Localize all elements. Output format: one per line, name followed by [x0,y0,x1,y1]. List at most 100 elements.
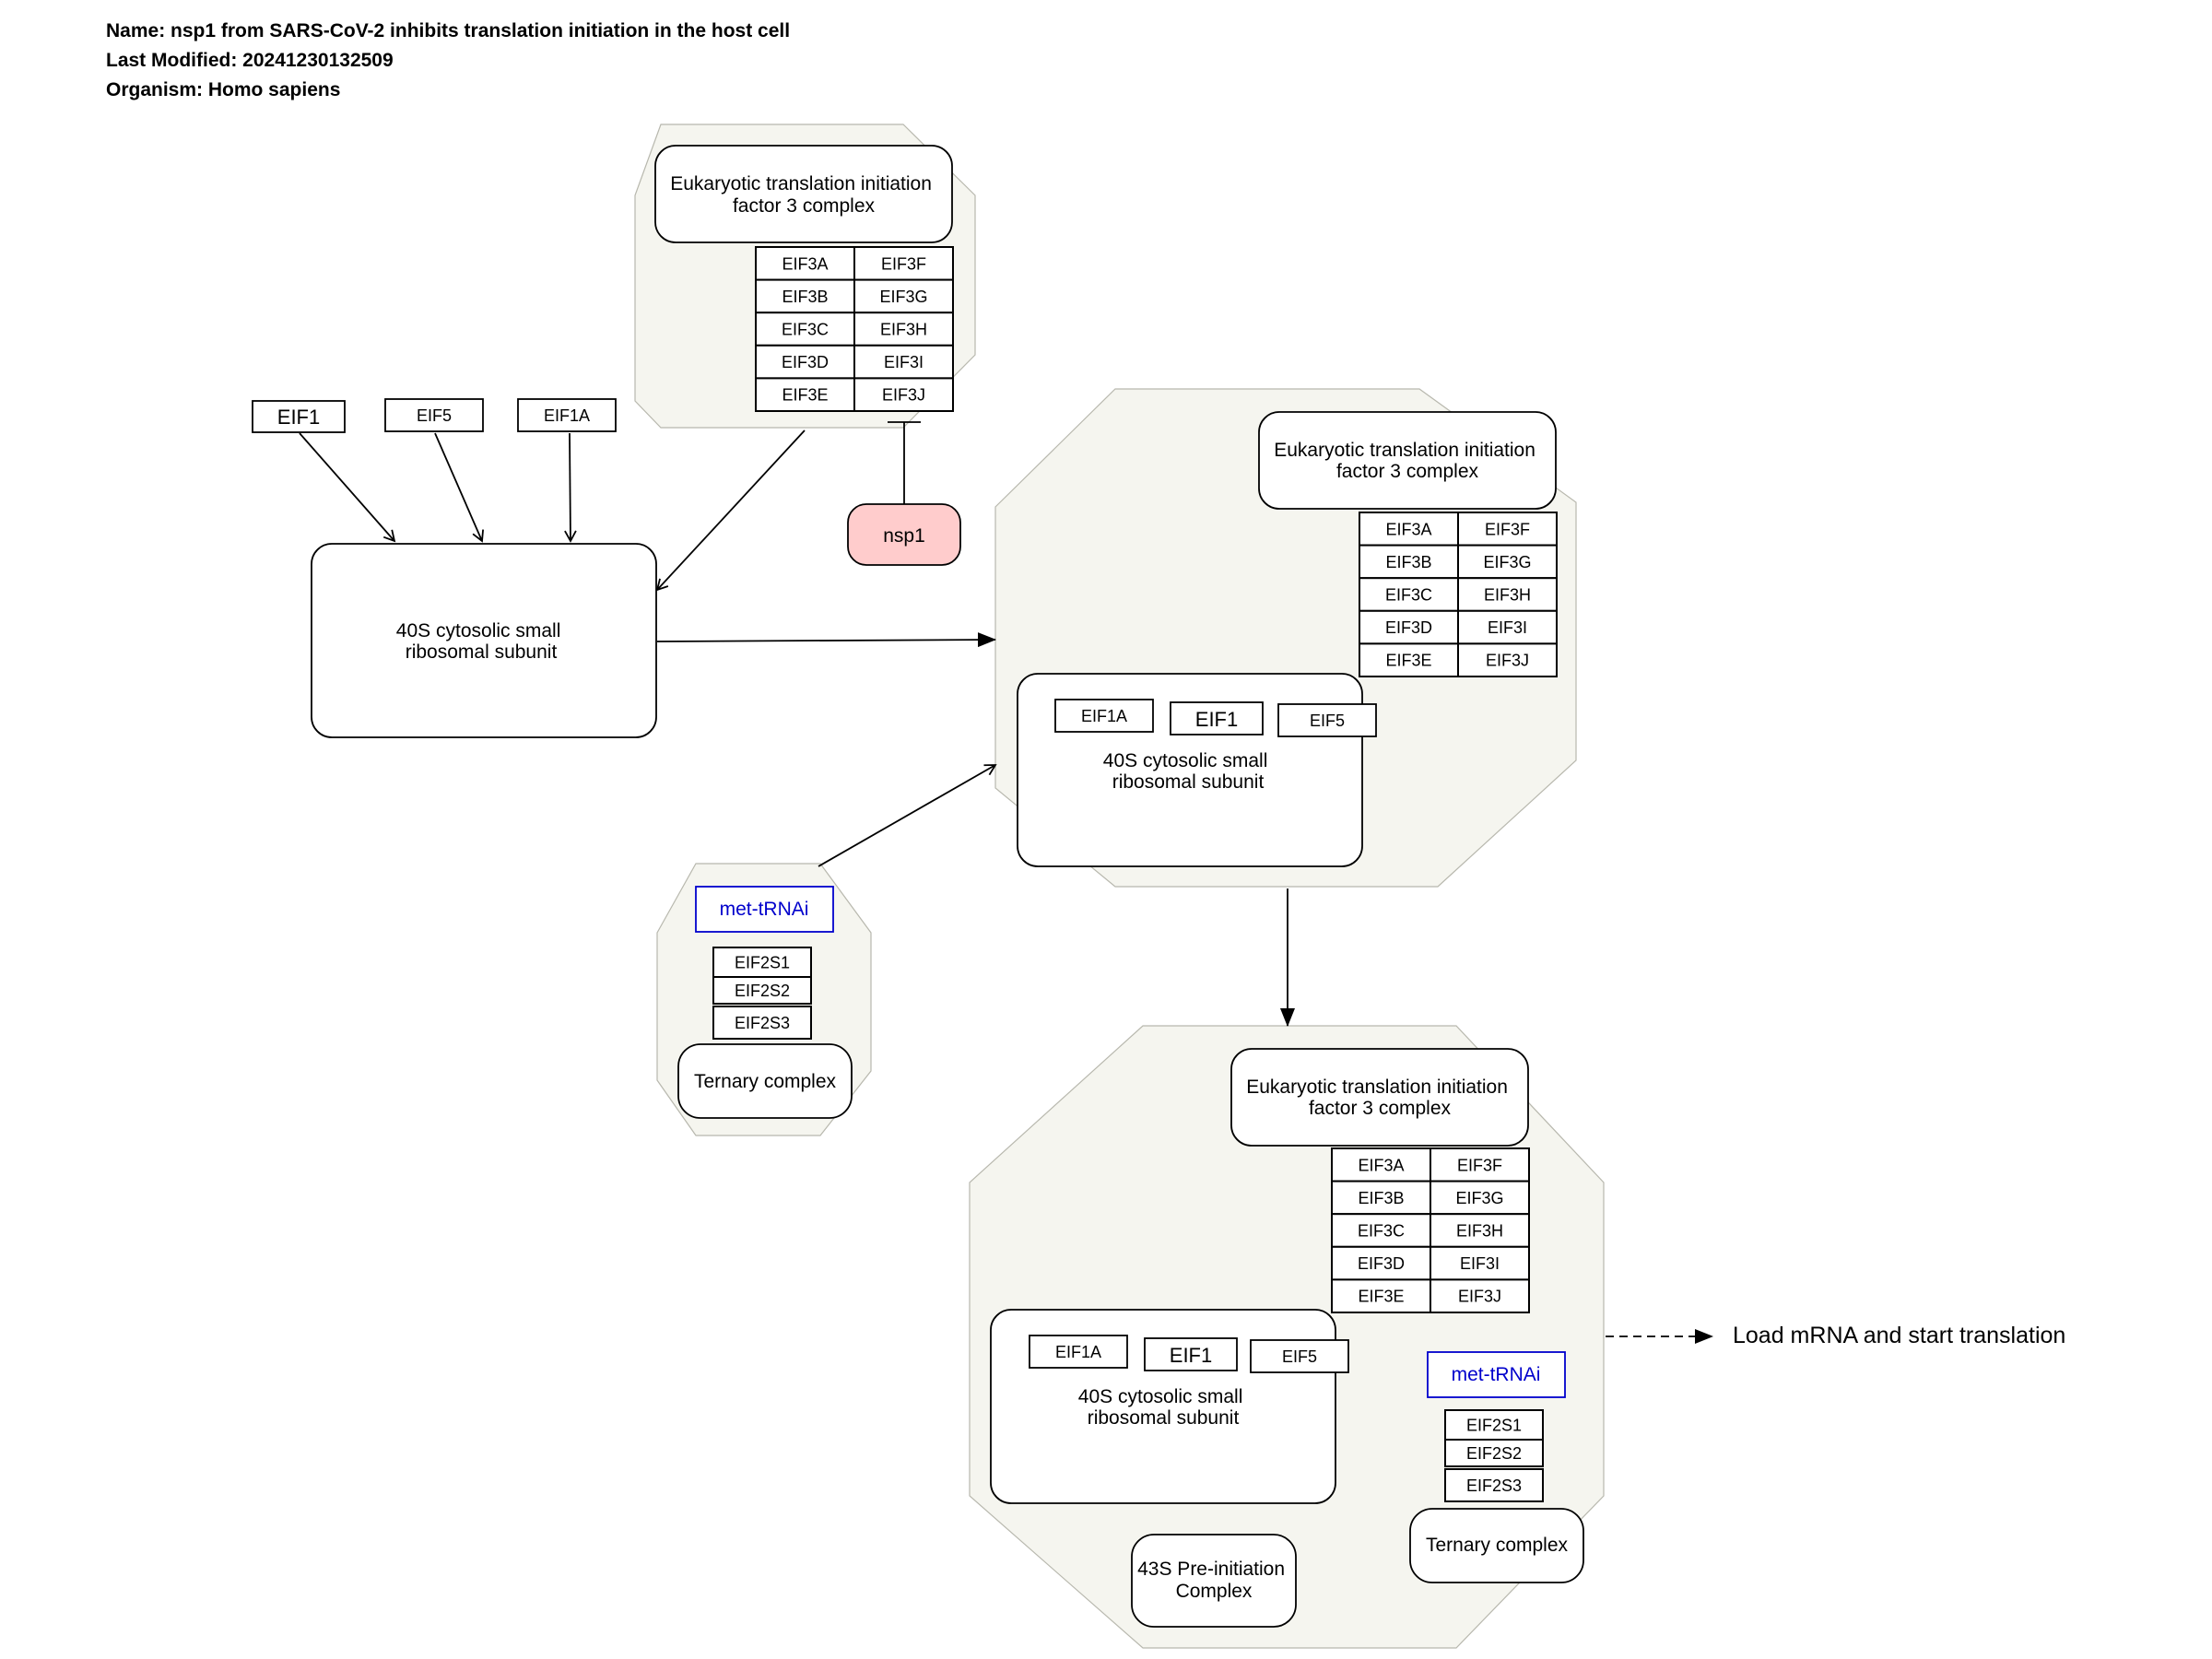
edge-eif1-to-40s [299,432,396,543]
svg-text:nsp1: nsp1 [883,525,925,547]
eif2-subunit-eif2s1: EIF2S1 [1444,1409,1544,1441]
pathway-organism: Organism: Homo sapiens [106,79,341,100]
svg-text:EIF3A: EIF3A [1385,520,1431,538]
edge-ternary-to-intermediate [818,764,997,867]
svg-text:EIF3I: EIF3I [884,353,924,371]
eif3-subunit-eif3f: EIF3F [1430,1147,1530,1182]
eif3-subunit-eif3c: EIF3C [1331,1213,1431,1248]
eif2-subunit-eif2s2: EIF2S2 [1444,1439,1544,1467]
eif3-subunit-eif3i: EIF3I [1430,1245,1530,1281]
eif3-subunit-eif3g: EIF3G [1430,1180,1530,1216]
svg-text:40S cytosolic small ribo: 40S cytosolic small ribosomal subunit [396,620,566,663]
nsp1-node: nsp1 [847,503,961,566]
svg-text:EIF3B: EIF3B [1358,1189,1404,1207]
svg-text:EIF3F: EIF3F [1485,520,1530,538]
svg-text:EIF3F: EIF3F [1457,1156,1502,1174]
eif3-subunit-eif3d: EIF3D [755,344,855,380]
svg-text:EIF1A: EIF1A [1081,707,1127,725]
svg-text:EIF3C: EIF3C [1358,1221,1405,1240]
svg-text:EIF5: EIF5 [1310,712,1345,730]
eif2-subunit-eif2s3: EIF2S3 [1444,1468,1544,1502]
svg-text:EIF3I: EIF3I [1460,1254,1500,1273]
eif3-subunit-eif3f: EIF3F [853,246,954,281]
ternary-complex-label: Ternary complex [677,1043,853,1119]
eif3-subunit-eif3i: EIF3I [1457,609,1558,645]
svg-text:Eukaryotic translation initiat: Eukaryotic translation initiation factor… [1246,1077,1513,1119]
eif3-subunit-eif3c: EIF3C [755,312,855,347]
svg-text:met-tRNAi: met-tRNAi [720,899,809,920]
eif1a-node: EIF1A [517,398,617,432]
svg-text:EIF3H: EIF3H [880,320,927,338]
eif3-complex-label-43s: Eukaryotic translation initiation factor… [1230,1048,1529,1147]
eif3-subunit-eif3f: EIF3F [1457,512,1558,547]
svg-text:EIF5: EIF5 [1282,1347,1317,1366]
svg-text:EIF3A: EIF3A [782,254,828,273]
svg-text:EIF3D: EIF3D [782,353,829,371]
svg-text:EIF3E: EIF3E [1358,1288,1404,1306]
eif1a-node-43s: EIF1A [1029,1335,1128,1369]
svg-text:EIF2S2: EIF2S2 [735,982,790,1000]
svg-text:EIF3G: EIF3G [1455,1189,1503,1207]
eif3-subunit-eif3b: EIF3B [1331,1180,1431,1216]
ribosome-40s-free: 40S cytosolic small ribosomal subunit [311,543,657,738]
edge-eif5-to-40s [434,432,485,543]
pathway-header: Name: nsp1 from SARS-CoV-2 inhibits tran… [106,17,790,105]
eif3-subunit-eif3j: EIF3J [853,377,954,412]
load-mrna-label: Load mRNA and start translation [1733,1323,2065,1348]
svg-text:EIF3B: EIF3B [1385,553,1431,571]
edge-eif3-to-40s [655,429,806,592]
eif3-subunit-eif3b: EIF3B [1359,544,1459,580]
svg-text:EIF1A: EIF1A [544,406,590,425]
svg-text:EIF3J: EIF3J [1458,1288,1501,1306]
svg-text:EIF3C: EIF3C [782,320,829,338]
eif3-subunit-eif3h: EIF3H [853,312,954,347]
eif3-complex-label-top: Eukaryotic translation initiation factor… [654,145,953,243]
met-trna-node: met-tRNAi [695,886,834,933]
svg-text:EIF3H: EIF3H [1484,585,1531,604]
svg-text:EIF3C: EIF3C [1385,585,1432,604]
svg-text:EIF2S1: EIF2S1 [735,953,790,971]
eif3-subunit-eif3d: EIF3D [1331,1245,1431,1281]
edge-eif1a-to-40s [564,432,577,543]
svg-text:met-tRNAi: met-tRNAi [1452,1364,1541,1385]
eif3-subunit-eif3a: EIF3A [1359,512,1459,547]
svg-text:EIF2S3: EIF2S3 [735,1014,790,1032]
svg-text:EIF3B: EIF3B [782,288,828,306]
svg-text:EIF3G: EIF3G [1483,553,1531,571]
svg-text:EIF3D: EIF3D [1358,1254,1405,1273]
svg-text:EIF1: EIF1 [277,406,320,429]
svg-text:Ternary complex: Ternary complex [1426,1535,1569,1556]
eif3-subunit-eif3g: EIF3G [1457,544,1558,580]
eif2-subunit-eif2s2: EIF2S2 [712,976,812,1005]
svg-text:EIF1: EIF1 [1170,1344,1212,1367]
eif3-subunit-eif3a: EIF3A [755,246,855,281]
eif3-subunit-eif3j: EIF3J [1457,642,1558,678]
eif2-subunit-eif2s3: EIF2S3 [712,1006,812,1040]
eif5-node-intermediate: EIF5 [1277,703,1377,737]
svg-text:40S cytosolic small ribo: 40S cytosolic small ribosomal subunit [1078,1386,1248,1429]
svg-text:EIF2S1: EIF2S1 [1466,1416,1522,1434]
eif3-subunit-eif3i: EIF3I [853,344,954,380]
svg-text:EIF1A: EIF1A [1055,1343,1101,1361]
eif3-subunit-eif3c: EIF3C [1359,577,1459,612]
svg-text:EIF3H: EIF3H [1456,1221,1503,1240]
svg-text:EIF3A: EIF3A [1358,1156,1404,1174]
eif3-subunit-eif3e: EIF3E [1359,642,1459,678]
eif1-node-intermediate: EIF1 [1170,701,1264,735]
eif3-subunit-eif3j: EIF3J [1430,1278,1530,1314]
eif3-subunit-eif3h: EIF3H [1430,1213,1530,1248]
43s-preinitiation-complex-label: 43S Pre-initiation Complex [1131,1534,1297,1628]
svg-text:EIF3I: EIF3I [1488,618,1527,637]
svg-text:43S Pre-initiation Compl: 43S Pre-initiation Complex [1137,1559,1290,1602]
eif3-subunit-eif3b: EIF3B [755,278,855,314]
met-trna-node-43s: met-tRNAi [1427,1351,1566,1398]
svg-text:EIF2S3: EIF2S3 [1466,1477,1522,1495]
svg-text:EIF3E: EIF3E [782,386,828,405]
svg-text:EIF2S2: EIF2S2 [1466,1444,1522,1463]
svg-text:EIF3J: EIF3J [882,386,925,405]
svg-text:40S cytosolic small ribo: 40S cytosolic small ribosomal subunit [1103,750,1273,793]
svg-text:EIF5: EIF5 [417,406,452,425]
